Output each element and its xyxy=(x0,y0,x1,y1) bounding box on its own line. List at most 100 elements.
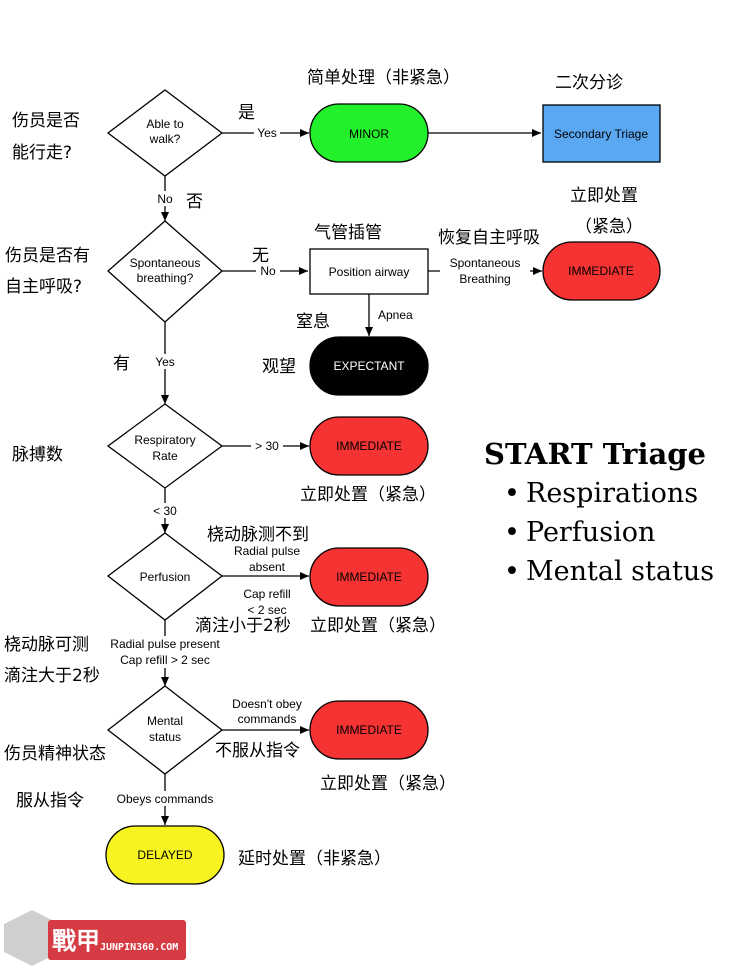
watermark-name: 戰甲 xyxy=(52,927,100,955)
node-secondary-label: Secondary Triage xyxy=(554,127,648,141)
cn-airway: 气管插管 xyxy=(314,223,382,243)
decision-spont-shape xyxy=(107,220,223,323)
label-perf-present-1: Radial pulse present xyxy=(110,637,220,651)
label-airway-apnea: Apnea xyxy=(378,308,413,322)
node-position-airway: Position airway xyxy=(309,248,429,295)
cn-no-radial: 桡动脉测不到 xyxy=(207,525,309,545)
cn-pulse: 脉搏数 xyxy=(12,445,63,465)
node-immediate-3: IMMEDIATE xyxy=(309,547,429,607)
node-delayed-label: DELAYED xyxy=(137,848,192,862)
cn-imm2: 立即处置（紧急） xyxy=(300,485,436,505)
label-mental-obey: Obeys commands xyxy=(117,792,214,806)
cn-q-breath-1: 伤员是否有 xyxy=(5,246,90,266)
legend-list: Respirations Perfusion Mental status xyxy=(484,474,746,591)
cn-imm1-2: （紧急） xyxy=(575,217,643,237)
cn-no: 否 xyxy=(186,192,203,212)
decision-resp-line1: Respiratory xyxy=(134,433,195,447)
decision-walk-line1: Able to xyxy=(146,117,184,131)
cn-imm4: 立即处置（紧急） xyxy=(320,774,456,794)
cn-q-walk-1: 伤员是否 xyxy=(12,111,80,131)
node-imm3-shape xyxy=(309,547,429,607)
label-perf-absent-1: Radial pulse xyxy=(234,544,300,558)
node-imm2-shape xyxy=(309,416,429,476)
node-imm4-label: IMMEDIATE xyxy=(336,723,402,737)
decision-spontaneous-breathing: Spontaneous breathing? xyxy=(107,220,223,323)
cn-imm3: 立即处置（紧急） xyxy=(310,616,446,636)
node-delayed: DELAYED xyxy=(105,825,225,885)
cn-radial-ok-2: 滴注大于2秒 xyxy=(4,666,100,686)
decision-mental-shape xyxy=(106,685,224,775)
node-expectant-shape xyxy=(309,336,429,396)
watermark-site: JUNPIN360.COM xyxy=(100,942,179,953)
label-spont-yes: Yes xyxy=(155,355,175,369)
start-triage-legend: START Triage Respirations Perfusion Ment… xyxy=(484,436,746,591)
decision-perf-shape xyxy=(106,532,224,621)
cn-minor: 简单处理（非紧急） xyxy=(307,68,460,88)
label-perf-absent-2: absent xyxy=(249,560,286,574)
decision-resp-shape xyxy=(106,403,224,489)
node-immediate-4: IMMEDIATE xyxy=(309,700,429,760)
edge-labels: Yes No No Spontaneous Breathing Apnea Ye… xyxy=(104,125,530,806)
label-perf-refill-1: Cap refill xyxy=(243,587,290,601)
node-imm4-shape xyxy=(309,700,429,760)
decision-mental-line1: Mental xyxy=(147,714,183,728)
label-mental-notobey-1: Doesn't obey xyxy=(232,697,302,711)
label-mental-notobey-2: commands xyxy=(238,712,297,726)
cn-imm1-1: 立即处置 xyxy=(570,186,638,206)
cn-none: 无 xyxy=(252,246,269,266)
decision-spont-line2: breathing? xyxy=(137,271,194,285)
cn-delayed: 延时处置（非紧急） xyxy=(238,849,391,869)
node-expectant-label: EXPECTANT xyxy=(333,359,405,373)
cn-has: 有 xyxy=(113,354,130,374)
label-perf-refill-2: < 2 sec xyxy=(247,603,286,617)
cn-annotations: 伤员是否 能行走? 是 简单处理（非紧急） 二次分诊 否 伤员是否有 自主呼吸?… xyxy=(4,68,643,869)
cn-apnea: 窒息 xyxy=(296,312,330,332)
cn-observe: 观望 xyxy=(262,357,296,377)
cn-recover: 恢复自主呼吸 xyxy=(438,228,540,248)
cn-mental: 伤员精神状态 xyxy=(4,744,106,764)
node-minor-label: MINOR xyxy=(349,127,389,141)
decision-walk-line2: walk? xyxy=(149,132,181,146)
decision-walk-shape xyxy=(106,89,224,177)
label-perf-present-2: Cap refill > 2 sec xyxy=(120,653,210,667)
label-airway-spont-1: Spontaneous xyxy=(450,256,521,270)
watermark-logo: 戰甲 JUNPIN360.COM xyxy=(4,898,186,966)
label-resp-gt30: > 30 xyxy=(255,439,279,453)
node-expectant: EXPECTANT xyxy=(309,336,429,396)
node-minor-shape xyxy=(309,103,429,163)
node-minor: MINOR xyxy=(309,103,429,163)
decision-perfusion: Perfusion xyxy=(106,532,224,621)
label-spont-no: No xyxy=(260,264,276,278)
cn-secondary: 二次分诊 xyxy=(555,73,623,93)
label-walk-yes: Yes xyxy=(257,126,277,140)
cn-q-walk-2: 能行走? xyxy=(12,143,72,163)
node-airway-label: Position airway xyxy=(329,265,410,279)
node-secondary-shape xyxy=(542,104,661,163)
watermark-bar: 戰甲 JUNPIN360.COM xyxy=(48,920,186,960)
legend-item-perfusion: Perfusion xyxy=(484,513,746,552)
cn-q-breath-2: 自主呼吸? xyxy=(5,277,82,297)
label-resp-lt30: < 30 xyxy=(153,504,177,518)
legend-item-mental-status: Mental status xyxy=(484,552,746,591)
node-delayed-shape xyxy=(105,825,225,885)
node-airway-shape xyxy=(309,248,429,295)
decision-spont-line1: Spontaneous xyxy=(130,256,201,270)
legend-title: START Triage xyxy=(484,437,706,471)
label-airway-spont-2: Breathing xyxy=(459,272,510,286)
cn-yes: 是 xyxy=(238,103,255,123)
cn-obey: 服从指令 xyxy=(16,791,84,811)
cn-not-obey: 不服从指令 xyxy=(215,741,300,761)
node-imm3-label: IMMEDIATE xyxy=(336,570,402,584)
decision-respiratory-rate: Respiratory Rate xyxy=(106,403,224,489)
decision-walk: Able to walk? xyxy=(106,89,224,177)
label-walk-no: No xyxy=(157,192,173,206)
legend-item-respirations: Respirations xyxy=(484,474,746,513)
node-imm1-label: IMMEDIATE xyxy=(568,264,634,278)
decision-mental-status: Mental status xyxy=(106,685,224,775)
node-immediate-1: IMMEDIATE xyxy=(542,241,661,301)
decision-resp-line2: Rate xyxy=(152,449,178,463)
node-secondary-triage: Secondary Triage xyxy=(542,104,661,163)
cn-drip-lt: 滴注小于2秒 xyxy=(195,616,291,636)
node-immediate-2: IMMEDIATE xyxy=(309,416,429,476)
